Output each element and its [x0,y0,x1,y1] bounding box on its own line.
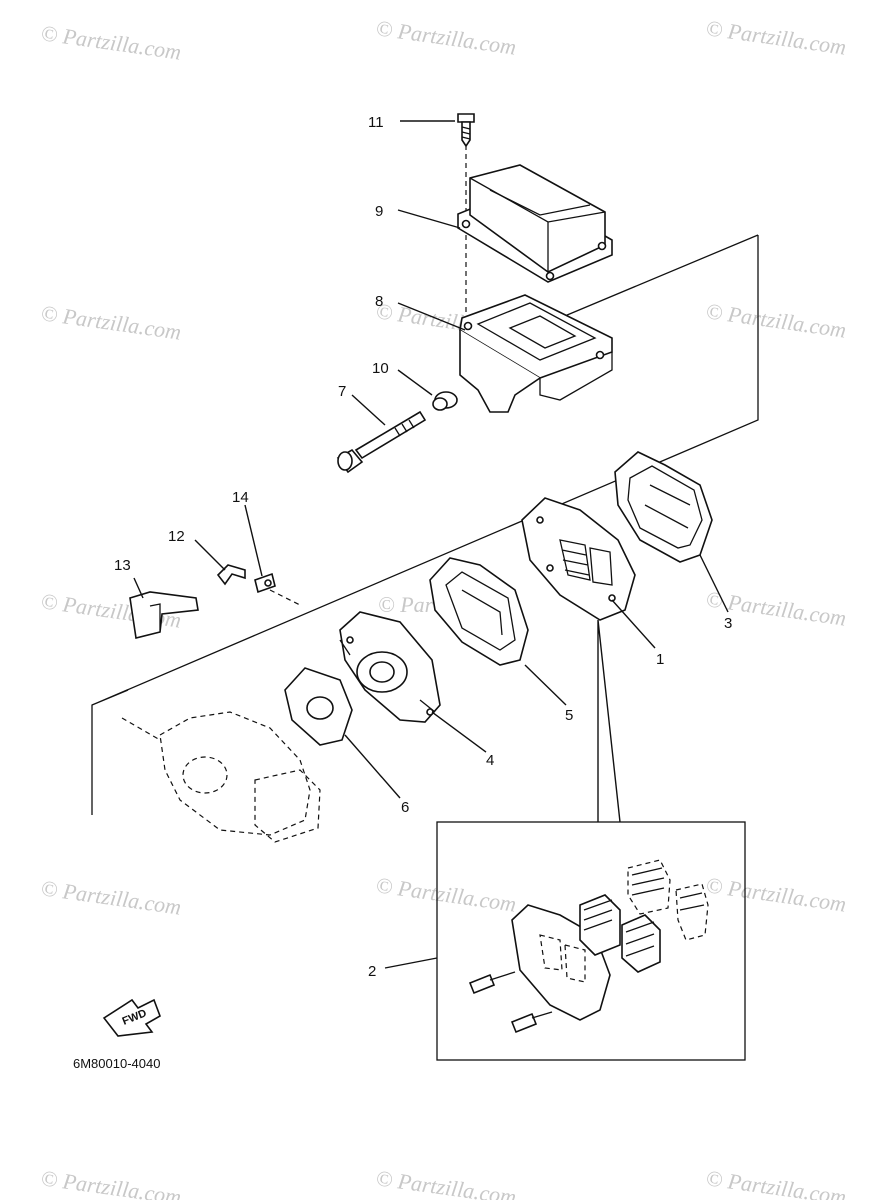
callout-13: 13 [114,557,131,574]
callout-10: 10 [372,360,389,377]
leader-lines [133,120,729,969]
callout-14: 14 [232,489,249,506]
watermark: © Partzilla.com [704,15,847,59]
part-reed-valve-plate [521,497,636,621]
part-clip [254,572,276,594]
callout-9: 9 [375,203,383,220]
callout-11: 11 [368,114,384,131]
watermark: © Partzilla.com [704,1165,847,1200]
callout-8: 8 [375,293,383,310]
part-gasket-right [614,451,713,563]
assembly-axis [121,145,486,741]
watermark: © Partzilla.com [704,872,847,916]
part-gasket-small [284,667,353,746]
watermark: © Partzilla.com [39,20,182,64]
part-gasket-middle [429,557,529,666]
diagram-code: 6M80010-4040 [73,1056,160,1071]
callout-12: 12 [168,528,185,545]
detail-box [436,619,746,1061]
callout-labels: 11 9 8 10 7 14 12 13 1 3 5 4 6 2 [114,114,732,980]
part-bolt [336,410,427,474]
part-intake-manifold [339,611,441,723]
callout-2: 2 [368,963,376,980]
watermark: © Partzilla.com [39,1165,182,1200]
assembly-frame [91,234,759,815]
part-grommet [432,391,458,411]
reference-carburetor [159,711,321,843]
callout-5: 5 [565,707,573,724]
callout-7: 7 [338,383,346,400]
part-screw [457,113,475,148]
part-reed-housing [459,294,613,413]
watermark: © Partzilla.com [374,1165,517,1200]
watermark: © Partzilla.com [39,300,182,344]
callout-4: 4 [486,752,494,769]
watermark: © Partzilla.com [374,872,517,916]
part-cover [457,164,613,283]
callout-3: 3 [724,615,732,632]
watermark: © Partzilla.com [374,15,517,59]
watermark: © Partzilla.com [704,298,847,342]
callout-1: 1 [656,651,664,668]
fwd-arrow-icon: FWD [102,998,161,1037]
callout-6: 6 [401,799,409,816]
part-reed-valve-assembly [468,859,709,1034]
part-choke-lever [129,591,199,639]
watermark: © Partzilla.com [39,875,182,919]
